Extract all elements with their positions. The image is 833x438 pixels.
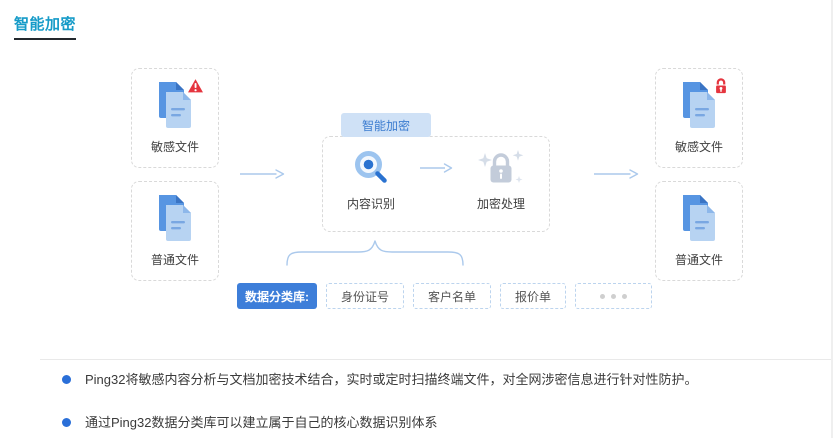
step-label: 加密处理 [476,197,525,211]
data-library-label: 数据分类库: [237,283,317,309]
file-label: 普通文件 [674,253,723,267]
document-lock-icon [677,78,727,129]
document-icon [677,194,721,242]
ellipsis-dot [611,293,617,299]
document-warning-icon [153,77,205,129]
output-box-sensitive: 敏感文件 [655,68,743,168]
step-encryption: 加密处理 [459,149,543,212]
warning-badge-icon [186,77,205,94]
magnifier-icon [355,151,387,183]
document-icon [683,82,715,128]
document-icon [683,195,715,241]
document-icon [153,194,197,242]
tag-chip-id-number: 身份证号 [326,283,405,309]
note-text: Ping32将敏感内容分析与文档加密技术结合，实时或定时扫描终端文件，对全网涉密… [85,372,698,387]
note-text: 通过Ping32数据分类库可以建立属于自己的核心数据识别体系 [85,415,438,430]
file-label: 普通文件 [150,253,199,267]
input-box-normal: 普通文件 [131,181,219,281]
output-box-normal: 普通文件 [655,181,743,281]
file-label: 敏感文件 [150,140,199,154]
bullet-dot-icon [62,418,71,427]
process-box: 内容识别 加密处理 [322,136,550,232]
tag-chip-quotation: 报价单 [500,283,567,309]
process-tab: 智能加密 [341,113,431,137]
divider [40,359,831,360]
tag-chip-customer-list: 客户名单 [413,283,492,309]
page-title: 智能加密 [14,13,77,40]
note-item: Ping32将敏感内容分析与文档加密技术结合，实时或定时扫描终端文件，对全网涉密… [62,371,822,389]
ellipsis-dot [600,293,606,299]
step-label: 内容识别 [346,197,395,211]
tag-chip-more [575,283,653,309]
lock-sparkles-icon [478,150,524,183]
curly-brace-icon [286,240,464,266]
step-content-recognition: 内容识别 [329,149,413,212]
note-item: 通过Ping32数据分类库可以建立属于自己的核心数据识别体系 [62,414,822,432]
ellipsis-dot [622,293,628,299]
document-icon [159,82,191,128]
flow-arrow-left-icon [240,169,285,179]
lock-badge-icon [715,78,727,95]
data-library-row: 数据分类库: 身份证号 客户名单 报价单 [237,283,653,309]
input-box-sensitive: 敏感文件 [131,68,219,168]
flow-arrow-right-icon [594,169,639,179]
bullet-dot-icon [62,375,71,384]
flow-arrow-mid-icon [420,163,453,173]
document-icon [159,195,191,241]
file-label: 敏感文件 [674,140,723,154]
